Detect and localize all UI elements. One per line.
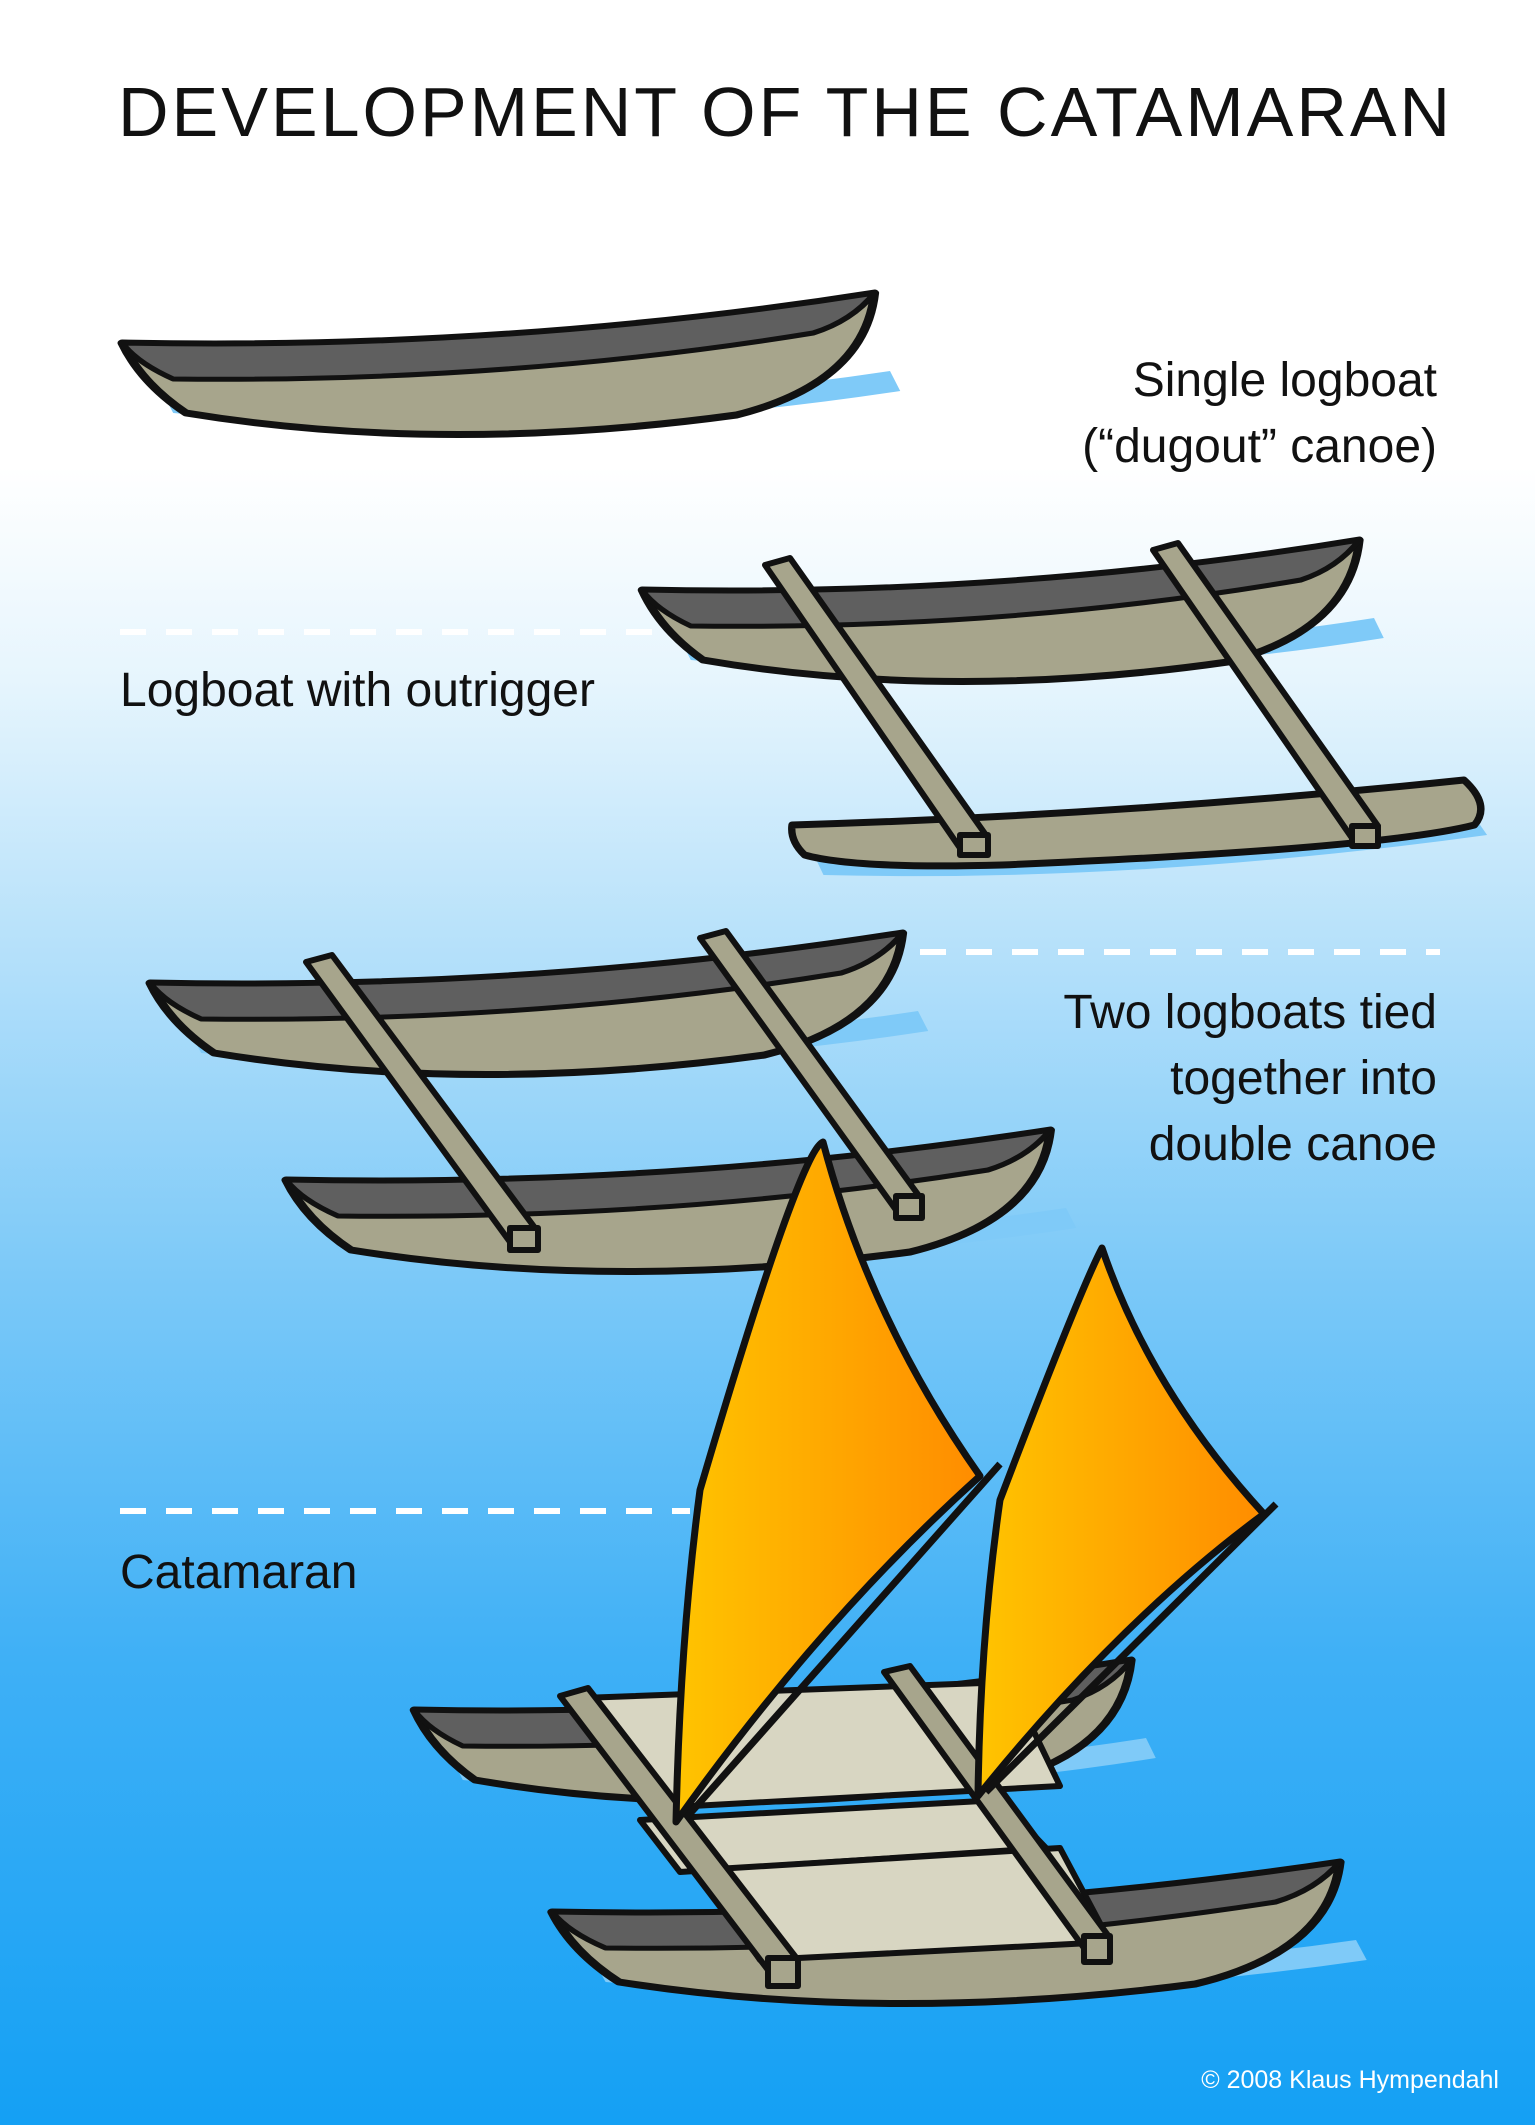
label-double-canoe: Two logboats tied together into double c… [1063, 980, 1437, 1178]
label-line: Single logboat [1132, 354, 1437, 407]
page-title: DEVELOPMENT OF THE CATAMARAN [118, 73, 1454, 151]
dashed-divider-lines [120, 325, 1440, 1514]
label-line: double canoe [1148, 1118, 1437, 1171]
catamaran-drawing [414, 1138, 1367, 2004]
label-catamaran: Catamaran [120, 1540, 357, 1606]
label-line: together into [1170, 1052, 1437, 1105]
label-single-logboat: Single logboat (“dugout” canoe) [1082, 348, 1437, 480]
copyright-notice: © 2008 Klaus Hympendahl [1201, 2066, 1499, 2094]
label-line: Two logboats tied [1063, 986, 1437, 1039]
label-line: Catamaran [120, 1546, 358, 1599]
double-canoe-drawing [150, 928, 1076, 1272]
label-logboat-outrigger: Logboat with outrigger [120, 658, 595, 724]
outrigger-boat-drawing [642, 540, 1487, 876]
label-line: (“dugout” canoe) [1082, 420, 1437, 473]
label-line: Logboat with outrigger [120, 664, 595, 717]
single-logboat-drawing [122, 293, 900, 435]
